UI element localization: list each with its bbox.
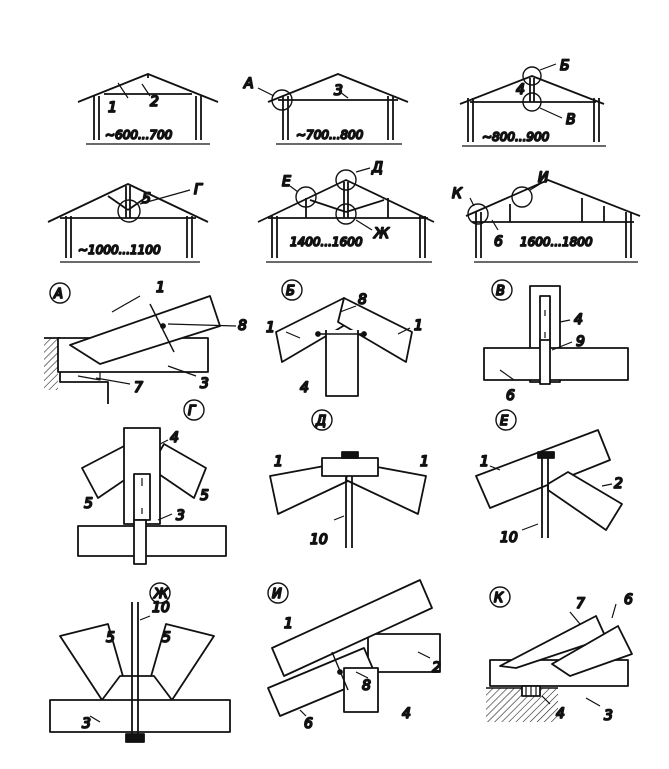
- truss2-span: ~700...800: [296, 128, 364, 142]
- truss1-label-2: 2: [150, 94, 159, 110]
- truss5-label-zh: Ж: [373, 226, 390, 242]
- detail-g-part-4: 4: [170, 430, 179, 446]
- detail-i-part-4: 4: [402, 706, 411, 722]
- detail-e-part-10: 10: [500, 530, 518, 546]
- detail-d-part-1-right: 1: [420, 454, 429, 470]
- truss3-label-v: В: [566, 112, 576, 128]
- truss-scheme-4: [47, 183, 209, 263]
- detail-a-part-8: 8: [238, 318, 247, 334]
- truss6-label-6: 6: [494, 234, 503, 250]
- detail-v-part-4: 4: [574, 312, 583, 328]
- detail-b-part-4: 4: [300, 380, 309, 396]
- truss-scheme-6: [465, 179, 641, 263]
- detail-a: [44, 282, 237, 404]
- truss4-label-g: Г: [194, 182, 203, 198]
- detail-d: [269, 409, 427, 548]
- truss1-label-1: 1: [108, 100, 117, 116]
- truss3-span: ~800...900: [482, 130, 550, 144]
- detail-zh: [49, 582, 231, 743]
- detail-d-marker: Д: [315, 414, 326, 429]
- detail-e-part-2: 2: [614, 476, 623, 492]
- detail-k-part-6: 6: [624, 592, 633, 608]
- truss6-span: 1600...1800: [520, 235, 593, 249]
- detail-b-marker: Б: [286, 284, 295, 299]
- detail-e-marker: Е: [500, 414, 509, 429]
- truss1-span: ~600...700: [105, 128, 173, 142]
- detail-zh-part-10: 10: [152, 600, 170, 616]
- truss5-span: 1400...1600: [290, 235, 363, 249]
- detail-a-part-3: 3: [200, 376, 209, 392]
- detail-b-part-1-left: 1: [266, 320, 275, 336]
- detail-g-part-5-left: 5: [84, 496, 93, 512]
- detail-e: [475, 409, 623, 538]
- detail-g-marker: Г: [188, 404, 197, 419]
- detail-d-part-1-left: 1: [274, 454, 283, 470]
- detail-a-part-7: 7: [134, 380, 143, 396]
- detail-v: [483, 279, 629, 385]
- truss3-label-4: 4: [516, 82, 525, 98]
- detail-zh-marker: Ж: [153, 587, 169, 602]
- detail-v-marker: В: [496, 284, 505, 299]
- truss5-label-e: Е: [282, 174, 291, 190]
- detail-g: [77, 399, 227, 565]
- detail-b: [275, 279, 413, 397]
- truss4-label-5: 5: [142, 191, 151, 207]
- detail-k-part-7: 7: [576, 596, 585, 612]
- truss3-label-b: Б: [560, 58, 570, 74]
- truss-scheme-3: [459, 63, 606, 147]
- detail-k-marker: К: [494, 591, 504, 606]
- detail-d-part-10: 10: [310, 532, 328, 548]
- detail-e-part-1: 1: [480, 454, 489, 470]
- detail-i: [267, 579, 441, 717]
- detail-k-part-3: 3: [604, 708, 613, 724]
- detail-b-part-8: 8: [358, 292, 367, 308]
- truss-scheme-5: [257, 167, 435, 263]
- detail-i-part-8: 8: [362, 678, 371, 694]
- detail-i-part-6: 6: [304, 716, 313, 732]
- detail-i-marker: И: [272, 587, 282, 602]
- detail-g-part-5-right: 5: [200, 488, 209, 504]
- detail-zh-part-5-left: 5: [106, 630, 115, 646]
- truss5-label-d: Д: [371, 160, 383, 176]
- truss4-span: ~1000...1100: [78, 243, 161, 257]
- detail-a-part-1: 1: [156, 280, 165, 296]
- detail-v-part-9: 9: [576, 334, 585, 350]
- detail-i-part-1: 1: [284, 616, 293, 632]
- detail-k: [486, 586, 633, 722]
- detail-v-part-6: 6: [506, 388, 515, 404]
- detail-i-part-2: 2: [432, 660, 441, 676]
- detail-a-marker: А: [53, 287, 63, 302]
- truss6-label-k: К: [452, 186, 463, 202]
- truss-scheme-2: [257, 73, 409, 145]
- detail-b-part-1-right: 1: [414, 318, 423, 334]
- truss2-label-3: 3: [334, 83, 343, 99]
- detail-g-part-3: 3: [176, 508, 185, 524]
- detail-k-part-4: 4: [556, 706, 565, 722]
- detail-zh-part-3: 3: [82, 716, 91, 732]
- detail-zh-part-5-right: 5: [162, 630, 171, 646]
- truss2-label-a: А: [243, 76, 254, 92]
- truss-scheme-1: [77, 73, 219, 145]
- truss6-label-i: И: [538, 170, 549, 186]
